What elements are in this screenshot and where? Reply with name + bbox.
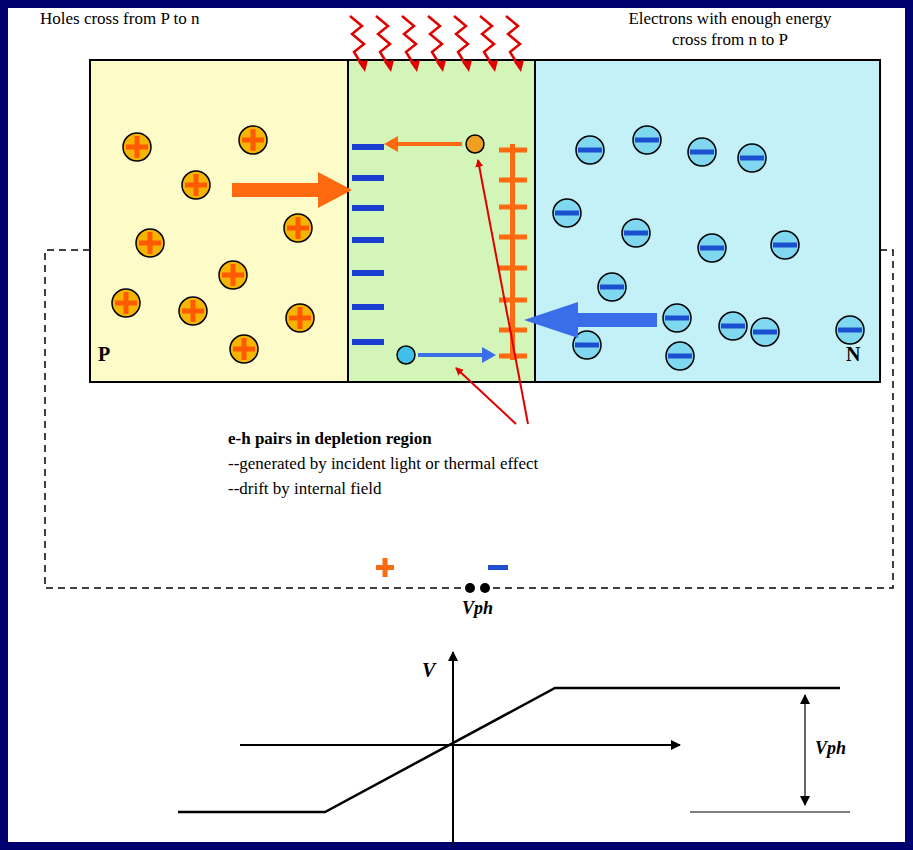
- hole-flow-arrow: [232, 172, 352, 208]
- caption-text: --generated by incident light or thermal…: [228, 453, 538, 474]
- note-text: Holes cross from P to n: [40, 8, 199, 29]
- n-region-label-box: N: [846, 340, 876, 370]
- electrons: [553, 126, 864, 370]
- voltage-label: Vph: [462, 598, 493, 619]
- axis-label: V: [422, 660, 435, 681]
- leader-lines: [456, 160, 528, 424]
- voltage-label: Vph: [815, 738, 846, 759]
- external-wire: [45, 250, 893, 588]
- terminals: [376, 558, 508, 593]
- region-letter: P: [98, 342, 110, 366]
- depletion-region: [348, 60, 535, 382]
- ions: [352, 144, 527, 360]
- p-region-label-box: P: [98, 340, 138, 370]
- holes: [112, 126, 314, 363]
- electron-flow-arrow: [524, 302, 657, 338]
- region-letter: N: [846, 342, 860, 366]
- note-text: Electrons with enough energy cross from …: [615, 8, 845, 50]
- caption-text: --drift by internal field: [228, 478, 381, 499]
- p-region: [90, 60, 348, 382]
- potential-graph: [178, 652, 850, 845]
- incident-light: [350, 16, 524, 72]
- caption-text: e-h pairs in depletion region: [228, 428, 432, 449]
- n-region: [535, 60, 880, 382]
